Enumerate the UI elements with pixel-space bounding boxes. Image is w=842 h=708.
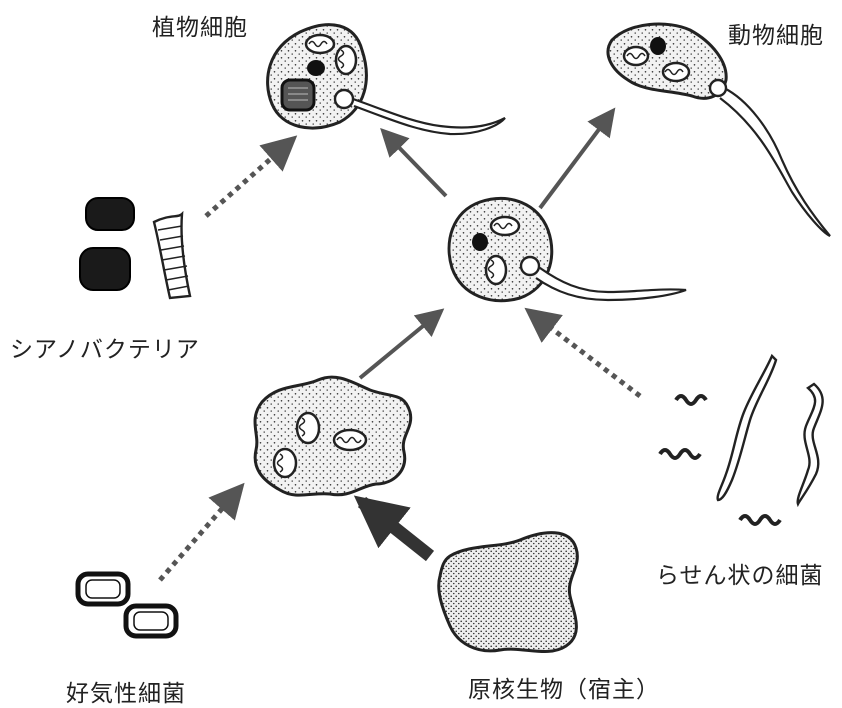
arrow-to-plant-cell: [384, 132, 446, 196]
dotted-arrow-cyanobacteria: [206, 140, 292, 216]
flagellate-cell-icon: [449, 198, 686, 300]
aerobic-bacteria-icon: [78, 574, 176, 636]
spiral-bacteria-icon: [660, 356, 823, 524]
aerobic-bacteria-label: 好気性細菌: [66, 674, 186, 708]
animal-cell-label: 動物細胞: [728, 16, 824, 50]
plant-cell-icon: [268, 25, 505, 134]
animal-cell-icon: [608, 24, 830, 236]
arrow-to-flagellate-cell: [360, 312, 440, 378]
arrow-to-animal-cell: [540, 112, 612, 208]
dotted-arrow-spiral-bacteria: [530, 312, 640, 396]
arrow-host-to-amoeboid: [362, 502, 430, 556]
amoeboid-cell-icon: [255, 377, 411, 495]
cyanobacteria-icon: [80, 198, 190, 298]
plant-cell-label: 植物細胞: [152, 8, 248, 42]
prokaryote-host-label: 原核生物（宿主）: [468, 670, 660, 704]
prokaryote-host-icon: [439, 533, 578, 652]
dotted-arrow-aerobic-bacteria: [160, 488, 240, 580]
cyanobacteria-label: シアノバクテリア: [10, 330, 200, 364]
spiral-bacteria-label: らせん状の細菌: [656, 556, 824, 590]
